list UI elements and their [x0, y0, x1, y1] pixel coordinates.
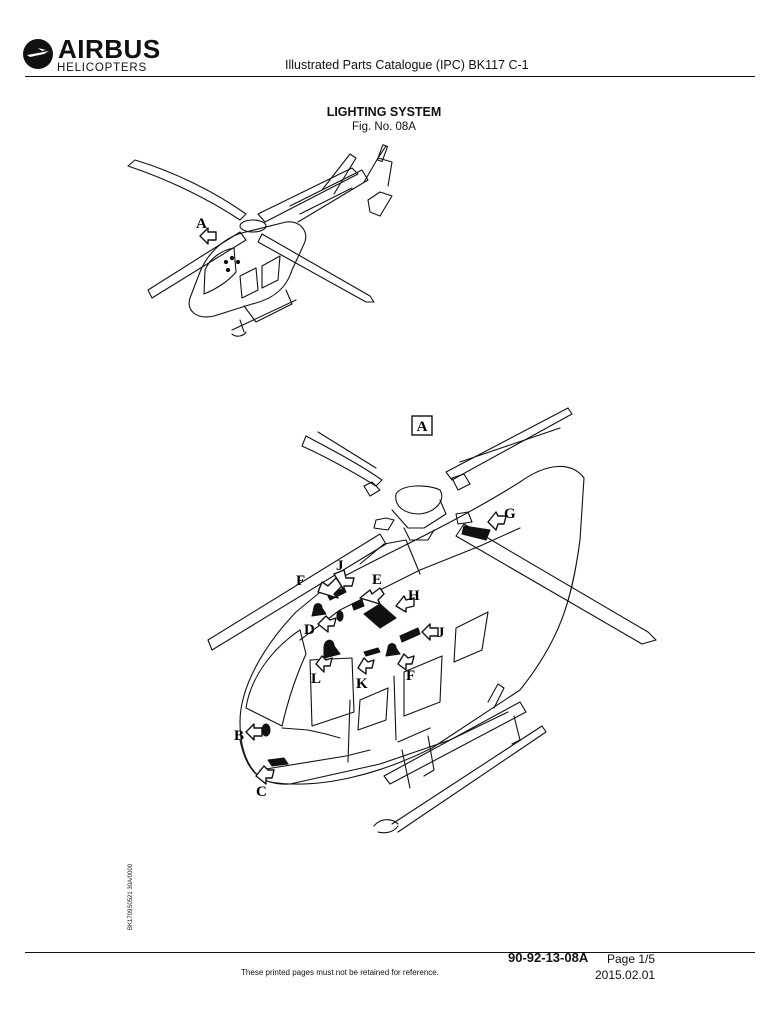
- logo-brand: AIRBUS: [58, 34, 161, 64]
- airbus-logo: AIRBUS HELICOPTERS: [22, 34, 160, 78]
- document-title: Illustrated Parts Catalogue (IPC) BK117 …: [285, 58, 529, 72]
- detail-box-label: A: [417, 419, 428, 435]
- callout-g: G: [504, 506, 516, 522]
- page-number: Page 1/5: [607, 952, 656, 966]
- callout-f2: F: [406, 668, 415, 684]
- revision-date: 2015.02.01: [595, 968, 656, 982]
- figure-title: LIGHTING SYSTEM: [326, 105, 442, 119]
- detail-helicopter: [207, 407, 657, 834]
- overview-helicopter: [127, 144, 393, 337]
- document-number: 90-92-13-08A: [508, 950, 589, 965]
- callout-a-overview: A: [196, 216, 207, 232]
- airbus-emblem-icon: [23, 39, 53, 69]
- header-rule: [25, 76, 755, 77]
- callout-f1: F: [296, 573, 305, 589]
- callout-l: L: [311, 671, 321, 687]
- logo-sub: HELICOPTERS: [57, 62, 147, 74]
- callout-e: E: [372, 572, 382, 588]
- footer-rule: [25, 952, 755, 953]
- callout-j2: J: [437, 625, 445, 641]
- callout-b: B: [234, 728, 244, 744]
- callout-h: H: [408, 588, 420, 604]
- figure-number: Fig. No. 08A: [352, 121, 416, 133]
- disclaimer: These printed pages must not be retained…: [241, 968, 439, 977]
- callout-k: K: [356, 676, 368, 692]
- callout-c: C: [256, 784, 267, 800]
- drawing-code: BK1709S0521 30A/0000: [128, 863, 134, 930]
- callout-d: D: [304, 622, 315, 638]
- callout-j1: J: [336, 558, 344, 574]
